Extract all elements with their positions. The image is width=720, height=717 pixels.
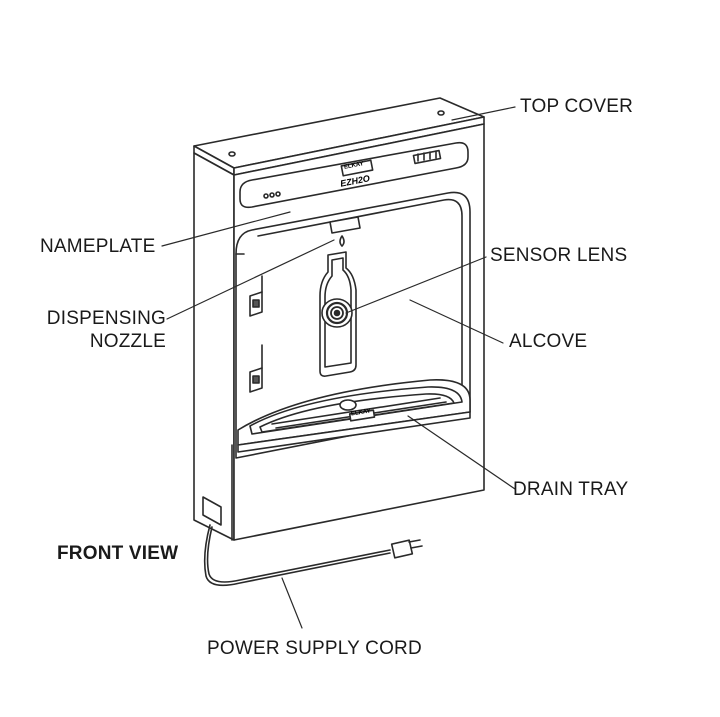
- label-drain-tray: DRAIN TRAY: [513, 479, 629, 500]
- label-alcove: ALCOVE: [509, 331, 588, 352]
- leader-lines: [161, 106, 516, 629]
- label-dispensing: DISPENSING: [46, 308, 166, 329]
- nameplate-panel: [239, 141, 469, 209]
- left-wall-components: [249, 275, 263, 393]
- label-nozzle: NOZZLE: [89, 331, 166, 352]
- label-top-cover: TOP COVER: [520, 96, 634, 117]
- label-nameplate: NAMEPLATE: [40, 236, 156, 257]
- drain-tray: [237, 379, 471, 453]
- label-front-view: FRONT VIEW: [57, 543, 179, 564]
- label-power-cord: POWER SUPPLY CORD: [207, 638, 422, 659]
- power-cord: [203, 524, 423, 587]
- nozzle: [329, 216, 361, 247]
- label-sensor-lens: SENSOR LENS: [490, 245, 628, 266]
